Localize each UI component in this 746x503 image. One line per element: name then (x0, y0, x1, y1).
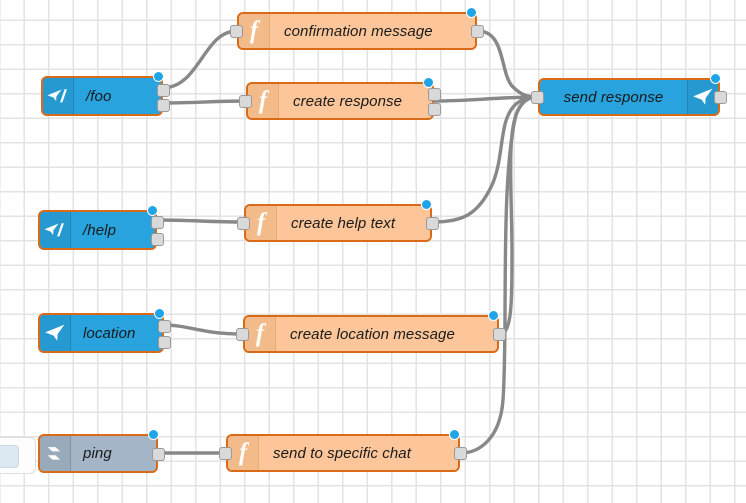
status-dot (488, 310, 499, 321)
function-f-icon: f (239, 14, 270, 48)
node-ping[interactable]: ping (38, 429, 165, 473)
link-in-node[interactable] (0, 437, 36, 474)
telegram-icon (40, 315, 71, 351)
node-send-response[interactable]: send response (531, 73, 727, 116)
node-label: /help (83, 221, 117, 239)
node-label: create help text (291, 214, 396, 232)
output-port-0[interactable] (428, 88, 441, 101)
output-port[interactable] (426, 217, 439, 230)
function-f-icon: f (246, 206, 277, 240)
node-label: confirmation message (284, 22, 433, 40)
wire-location-message-to-send (498, 95, 539, 336)
wire-foo-to-confirmation (160, 29, 239, 90)
node-location-trigger[interactable]: location (38, 308, 171, 353)
function-f-icon: f (248, 84, 279, 118)
status-dot (147, 205, 158, 216)
wire-help-to-create-help-text (154, 218, 246, 224)
node-label: send response (563, 88, 664, 106)
telegram-slash-icon (43, 78, 74, 114)
wire-help-text-to-send (431, 95, 539, 224)
input-port[interactable] (531, 91, 544, 104)
wire-foo-to-create-response (160, 99, 248, 105)
status-dot (449, 429, 460, 440)
node-create-help-text[interactable]: f create help text (237, 199, 439, 242)
status-dot (153, 71, 164, 82)
status-dot (423, 77, 434, 88)
output-port-1[interactable] (158, 336, 171, 349)
wire-specific-chat-to-send (459, 95, 539, 455)
telegram-icon (687, 80, 718, 114)
node-create-response[interactable]: f create response (239, 77, 441, 120)
node-label: create response (293, 92, 403, 110)
output-port[interactable] (471, 25, 484, 38)
output-port-1[interactable] (151, 233, 164, 246)
status-dot (466, 7, 477, 18)
node-label: location (83, 324, 136, 342)
output-port[interactable] (493, 328, 506, 341)
node-label: ping (83, 445, 112, 462)
node-label: create location message (290, 325, 455, 343)
arrow-right-icon (40, 436, 71, 471)
status-dot (421, 199, 432, 210)
node-label: /foo (86, 87, 112, 105)
wire-location-to-create-location-message (161, 323, 245, 336)
node-confirmation-message[interactable]: f confirmation message (230, 7, 484, 50)
output-port-0[interactable] (158, 320, 171, 333)
telegram-slash-icon (40, 212, 71, 248)
input-port[interactable] (219, 447, 232, 460)
output-port-0[interactable] (151, 216, 164, 229)
output-port[interactable] (454, 447, 467, 460)
node-send-to-specific-chat[interactable]: f send to specific chat (219, 429, 467, 472)
status-dot (154, 308, 165, 319)
output-port-1[interactable] (157, 99, 170, 112)
output-port-1[interactable] (428, 103, 441, 116)
wire-create-response-to-send (433, 95, 539, 103)
input-port[interactable] (239, 95, 252, 108)
link-in-chip (0, 445, 19, 468)
output-port-0[interactable] (157, 84, 170, 97)
output-port[interactable] (152, 448, 165, 461)
node-create-location-message[interactable]: f create location message (236, 310, 506, 353)
status-dot (148, 429, 159, 440)
node-foo-command[interactable]: /foo (41, 71, 170, 116)
input-port[interactable] (230, 25, 243, 38)
input-port[interactable] (236, 328, 249, 341)
function-f-icon: f (228, 436, 259, 470)
input-port[interactable] (237, 217, 250, 230)
status-dot (710, 73, 721, 84)
function-f-icon: f (245, 317, 276, 351)
wire-confirmation-to-send (476, 29, 539, 99)
node-help-command[interactable]: /help (38, 205, 164, 250)
output-port[interactable] (714, 91, 727, 104)
node-label: send to specific chat (273, 444, 412, 462)
